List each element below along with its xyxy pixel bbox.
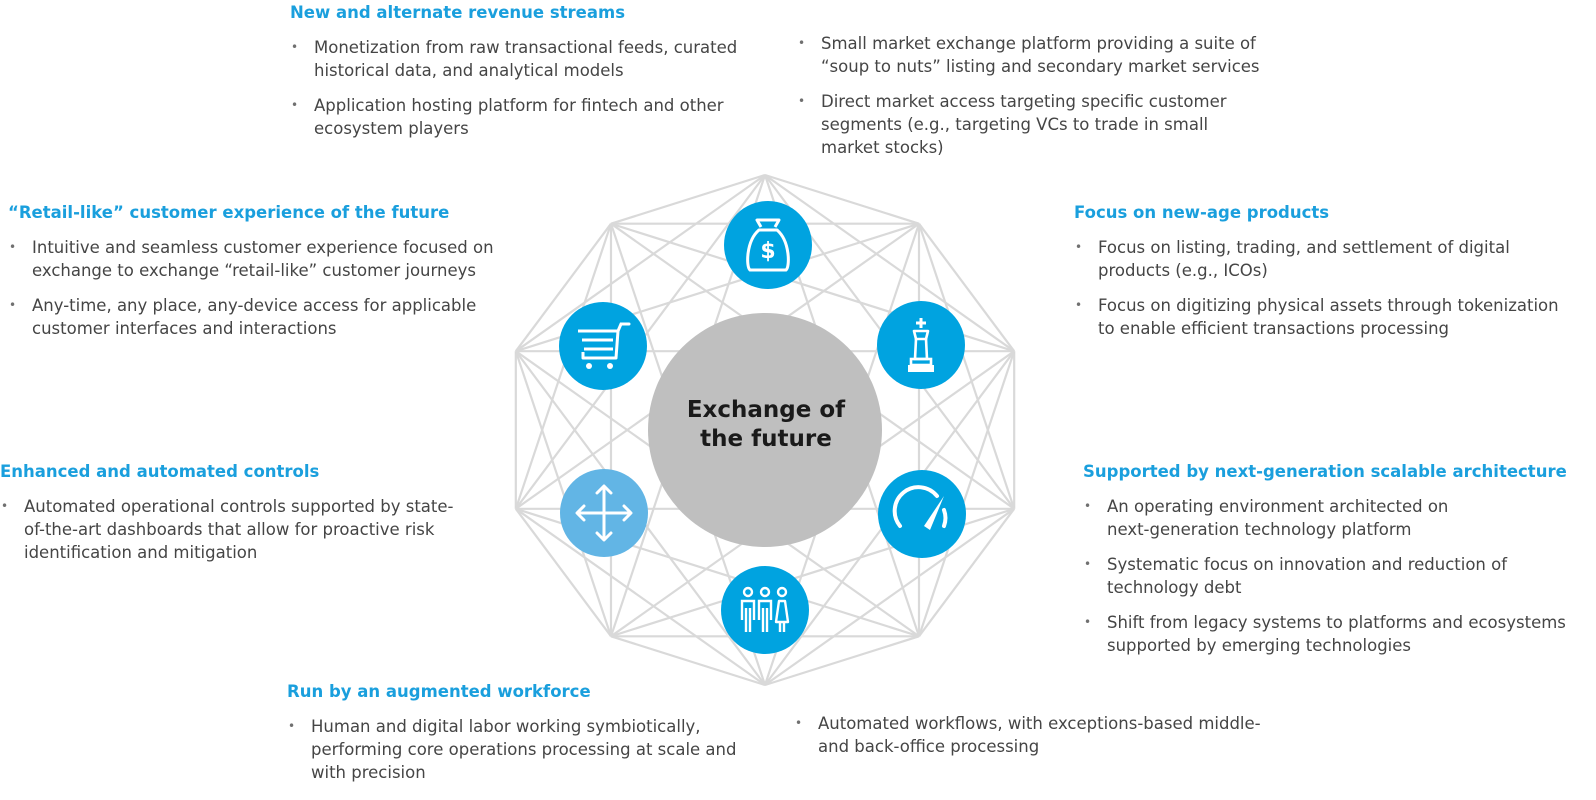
list-item: Focus on listing, trading, and settlemen… bbox=[1074, 236, 1518, 282]
architecture-heading: Supported by next-generation scalable ar… bbox=[1083, 462, 1567, 481]
svg-text:$: $ bbox=[760, 239, 775, 264]
mesh-line bbox=[514, 508, 612, 637]
list-item: Shift from legacy systems to platforms a… bbox=[1083, 611, 1573, 657]
architecture-section: Supported by next-generation scalable ar… bbox=[1083, 461, 1573, 669]
center-title-line1: Exchange of bbox=[686, 397, 846, 423]
revenue-right-section: Small market exchange platform providing… bbox=[797, 32, 1267, 171]
money-bag-icon: $ bbox=[724, 201, 812, 289]
center-hub bbox=[648, 313, 882, 547]
mesh-line bbox=[515, 174, 766, 353]
retail-heading: “Retail-like” customer experience of the… bbox=[8, 203, 450, 222]
list-item: Human and digital labor working symbioti… bbox=[287, 715, 757, 784]
chess-piece-icon bbox=[877, 301, 965, 389]
people-icon bbox=[721, 566, 809, 654]
products-section: Focus on new-age products Focus on listi… bbox=[1074, 202, 1574, 352]
retail-section: “Retail-like” customer experience of the… bbox=[8, 202, 498, 352]
architecture-bullets: An operating environment architected on … bbox=[1083, 495, 1573, 657]
list-item: Any-time, any place, any-device access f… bbox=[8, 294, 498, 340]
workforce-heading: Run by an augmented workforce bbox=[287, 682, 591, 701]
revenue-left-bullets: Monetization from raw transactional feed… bbox=[290, 36, 760, 140]
mesh-line bbox=[515, 507, 766, 686]
shopping-cart-icon bbox=[559, 302, 647, 390]
list-item: Small market exchange platform providing… bbox=[797, 32, 1267, 78]
mesh-line bbox=[764, 174, 1015, 353]
mesh-line bbox=[918, 508, 1016, 637]
gauge-icon bbox=[878, 470, 966, 558]
center-title-line2: the future bbox=[700, 426, 832, 452]
workforce-section: Run by an augmented workforce Human and … bbox=[287, 681, 757, 796]
revenue-heading: New and alternate revenue streams bbox=[290, 3, 626, 22]
center-title: Exchange of the future bbox=[656, 396, 876, 454]
mesh-line bbox=[514, 223, 612, 352]
list-item: Intuitive and seamless customer experien… bbox=[8, 236, 498, 282]
list-item: Automated workflows, with exceptions-bas… bbox=[794, 712, 1278, 758]
mesh-line bbox=[610, 635, 766, 687]
mesh-line bbox=[514, 223, 613, 510]
workforce-right-bullets: Automated workflows, with exceptions-bas… bbox=[794, 712, 1274, 758]
controls-bullets: Automated operational controls supported… bbox=[0, 495, 470, 564]
revenue-right-bullets: Small market exchange platform providing… bbox=[797, 32, 1267, 159]
revenue-section: New and alternate revenue streams Moneti… bbox=[290, 2, 760, 152]
controls-heading: Enhanced and automated controls bbox=[0, 462, 320, 481]
mesh-line bbox=[917, 223, 1016, 510]
list-item: Direct market access targeting specific … bbox=[797, 90, 1231, 159]
mesh-line bbox=[764, 173, 920, 225]
retail-bullets: Intuitive and seamless customer experien… bbox=[8, 236, 498, 340]
mesh-line bbox=[764, 507, 1015, 686]
workforce-left-bullets: Human and digital labor working symbioti… bbox=[287, 715, 757, 784]
mesh-line bbox=[917, 350, 1016, 637]
list-item: An operating environment architected on … bbox=[1083, 495, 1487, 541]
list-item: Automated operational controls supported… bbox=[0, 495, 464, 564]
mesh-line bbox=[764, 635, 920, 687]
workforce-right-section: Automated workflows, with exceptions-bas… bbox=[794, 712, 1274, 770]
move-arrows-icon bbox=[560, 469, 648, 557]
list-item: Focus on digitizing physical assets thro… bbox=[1074, 294, 1574, 340]
controls-section: Enhanced and automated controls Automate… bbox=[0, 461, 470, 576]
products-bullets: Focus on listing, trading, and settlemen… bbox=[1074, 236, 1574, 340]
list-item: Monetization from raw transactional feed… bbox=[290, 36, 760, 82]
list-item: Application hosting platform for fintech… bbox=[290, 94, 760, 140]
mesh-line bbox=[514, 350, 613, 637]
list-item: Systematic focus on innovation and reduc… bbox=[1083, 553, 1537, 599]
mesh-line bbox=[610, 173, 766, 225]
mesh-line bbox=[918, 223, 1016, 352]
products-heading: Focus on new-age products bbox=[1074, 203, 1330, 222]
